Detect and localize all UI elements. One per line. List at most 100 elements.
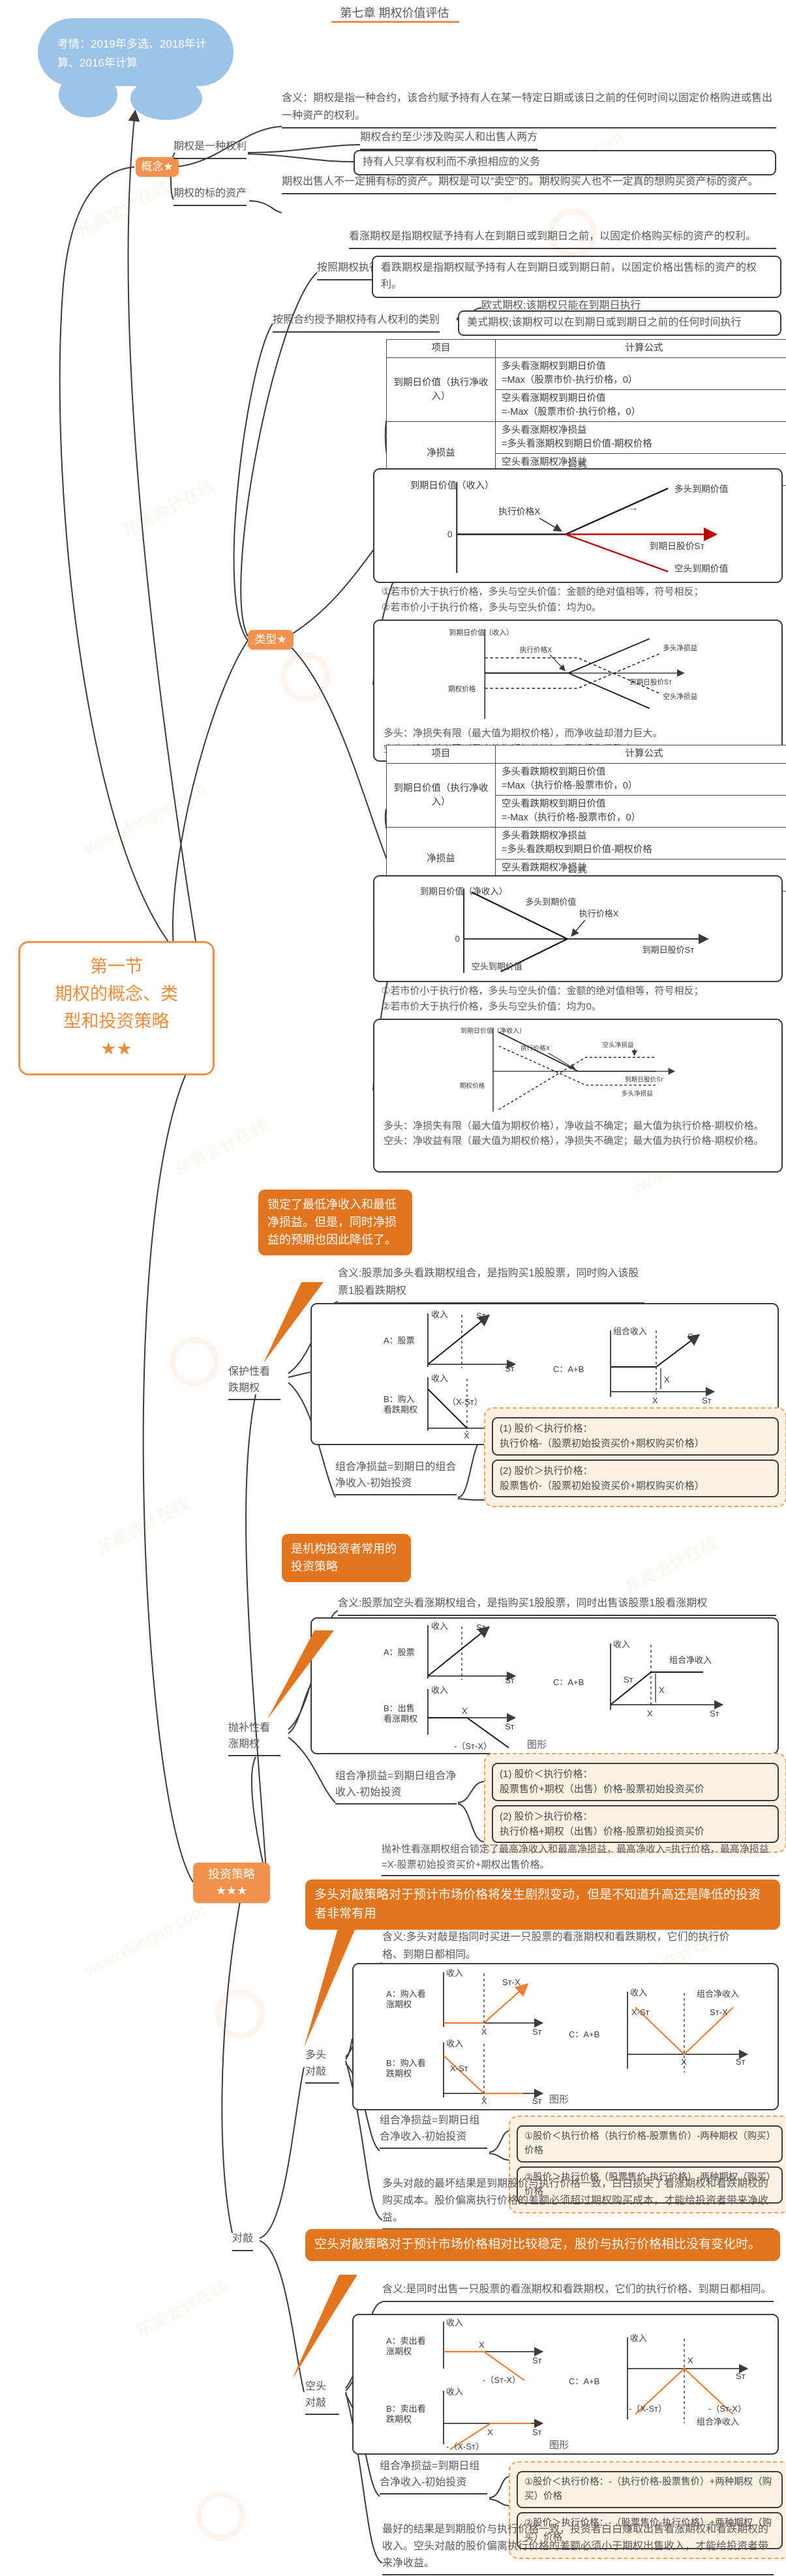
section-title-box[interactable]: 第一节 期权的概念、类 型和投资策略 ★★	[18, 941, 215, 1075]
table-header-item: 项目	[386, 338, 496, 359]
topic-strategies[interactable]: 投资策略 ★★★	[193, 1863, 270, 1904]
svg-text:收入: 收入	[431, 1621, 448, 1631]
svg-text:收入: 收入	[630, 2333, 647, 2343]
table-cell: 多头看涨期权到期日价值=Max（股票市价-执行价格，0）	[495, 357, 786, 391]
svg-text:收入: 收入	[446, 1968, 463, 1978]
case-item: (2) 股价＞执行价格： 执行价格+期权（出售）价格-股票初始投资买价	[492, 1805, 779, 1843]
long-call-chart: A：购入看 涨期权 收入 Sᴛ-X X Sᴛ	[386, 1968, 544, 2037]
svg-text:收入: 收入	[431, 1310, 448, 1319]
protective-put-meaning: 含义:股票加多头看跌期权组合，是指购买1股股票，同时购入该股票1股看跌期权	[338, 1265, 644, 1304]
page-title: 第七章 期权价值评估	[340, 7, 449, 20]
combined-chart: C：A+B 收入 X -（X-Sᴛ） -（Sᴛ-X） 组合净收入 Sᴛ	[569, 2333, 749, 2427]
table-header-item: 项目	[386, 744, 496, 764]
svg-text:到期日股价Sᴛ: 到期日股价Sᴛ	[642, 945, 695, 955]
long-straddle-callout: 多头对敲策略对于预计市场价格将发生剧烈变动，但是不知道升高还是降低的投资者非常有…	[305, 1880, 780, 1930]
call-pnl-chart: 到期日价值（收入） 到期日股价Sᴛ 多头净损益 空头净损益 期权价格 执行价格X	[448, 628, 698, 719]
svg-text:空头净损益: 空头净损益	[663, 693, 697, 701]
table-cell: 多头看涨期权净损益=多头看涨期权到期日价值-期权价格	[495, 421, 786, 455]
case-item: (1) 股价＜执行价格： 股票售价+期权（出售）价格-股票初始投资买价	[492, 1763, 779, 1801]
svg-text:收入: 收入	[431, 1685, 448, 1695]
svg-text:B：购入看: B：购入看	[386, 2058, 426, 2068]
covered-call-closing: 抛补性看涨期权组合锁定了最高净收入和最高净损益，最高净收入=执行价格，最高净损益…	[382, 1842, 779, 1876]
svg-text:到期日价值（收入）: 到期日价值（收入）	[410, 480, 494, 491]
svg-text:X-Sᴛ: X-Sᴛ	[631, 2007, 650, 2017]
note-line: 多头：净损失有限（最大值为期权价格），净收益不确定；最大值为执行价格-期权价格。	[384, 1120, 764, 1131]
svg-text:到期日股价Sᴛ: 到期日股价Sᴛ	[625, 1076, 664, 1084]
exam-note-cloud[interactable]: 考情：2019年多选、2018年计算、2016年计算	[38, 18, 234, 86]
put-pnl-chart-box: 到期日价值（净收入） 到期日股价Sᴛ 多头净损益 空头净损益 期权价格 执行价格…	[373, 1019, 783, 1173]
svg-text:C：A+B: C：A+B	[553, 1364, 584, 1374]
svg-text:X: X	[681, 2057, 687, 2067]
svg-text:→: →	[629, 503, 638, 513]
svg-text:期权价格: 期权价格	[448, 685, 476, 693]
branch-short-straddle: 空头对敲	[305, 2379, 339, 2415]
svg-text:X: X	[688, 2356, 693, 2365]
covered-call-pnl-label: 组合净损益=到期日组合净收入-初始投资	[335, 1769, 457, 1805]
svg-text:看跌期权: 看跌期权	[384, 1405, 417, 1415]
covered-call-callout: 是机构投资者常用的投资策略	[282, 1534, 411, 1582]
branch-long-straddle: 多头对敲	[305, 2048, 339, 2084]
svg-text:Sᴛ: Sᴛ	[476, 1311, 486, 1321]
svg-text:多头净损益: 多头净损益	[663, 644, 697, 652]
svg-text:Sᴛ: Sᴛ	[702, 1396, 712, 1405]
covered-call-cases-box: (1) 股价＜执行价格： 股票售价+期权（出售）价格-股票初始投资买价 (2) …	[484, 1753, 786, 1853]
concept-meaning: 含义：期权是指一种合约，该合约赋予持有人在某一特定日期或该日之前的任何时间以固定…	[282, 90, 776, 128]
short-straddle-meaning: 含义:是同时出售一只股票的看涨期权和看跌期权，它们的执行价格、到期日都相同。	[382, 2281, 774, 2302]
svg-text:X: X	[462, 1706, 468, 1716]
svg-text:Sᴛ: Sᴛ	[688, 1332, 697, 1341]
svg-text:组合净收入: 组合净收入	[669, 1655, 712, 1665]
svg-text:X: X	[664, 1375, 670, 1385]
branch-by-right-type: 按照合约授予期权持有人权利的类别	[273, 312, 440, 333]
case-item: (2) 股价＞执行价格： 股票售价-（股票初始投资买价+期权购买价格）	[492, 1459, 779, 1497]
svg-text:-（Sᴛ-X）: -（Sᴛ-X）	[454, 1741, 492, 1751]
note-line: ②若市价小于执行价格，多头与空头价值：均为0。	[382, 602, 601, 613]
svg-text:执行价格X: 执行价格X	[579, 909, 619, 919]
svg-text:-（Sᴛ-X）: -（Sᴛ-X）	[483, 2375, 521, 2384]
svg-text:组合净收入: 组合净收入	[697, 1989, 739, 1999]
topic-concept[interactable]: 概念★	[136, 157, 179, 177]
figure-caption: 图形	[549, 2094, 569, 2105]
svg-text:X: X	[481, 2096, 487, 2106]
svg-text:Sᴛ: Sᴛ	[476, 1623, 486, 1632]
svg-text:到期日价值（收入）: 到期日价值（收入）	[449, 628, 513, 637]
leaf-american-option: 美式期权;该期权可以在到期日或到期日之前的任何时间执行	[458, 310, 781, 336]
note-line: ①若市价小于执行价格，多头与空头价值：金额的绝对值相等，符号相反；	[382, 985, 704, 996]
svg-text:C：A+B: C：A+B	[569, 2376, 599, 2386]
topic-types[interactable]: 类型★	[248, 630, 294, 650]
section-line: 型和投资策略	[63, 1011, 170, 1031]
svg-text:多头到期价值: 多头到期价值	[674, 484, 729, 494]
svg-text:0: 0	[455, 934, 460, 944]
branch-underlying-asset: 期权的标的资产	[174, 185, 247, 206]
protective-put-cases-box: (1) 股价＜执行价格： 执行价格-（股票初始投资买价+期权购买价格） (2) …	[484, 1407, 786, 1507]
leaf-underlying-asset-text: 期权出售人不一定拥有标的资产。期权是可以“卖空”的。期权购买人也不一定真的想购买…	[282, 173, 776, 194]
svg-text:到期日价值（净收入）: 到期日价值（净收入）	[420, 887, 507, 897]
svg-text:组合净收入: 组合净收入	[697, 2417, 739, 2427]
formula-caption: 公式	[567, 458, 588, 470]
leaf-put-definition: 看跌期权是指期权赋予持有人在到期日或到期日前，以固定价格出售标的资产的权利。	[372, 256, 781, 298]
case-item: ②股价＞执行价格（股票售价-执行价格）-两种期权（购买）价格	[517, 2166, 783, 2204]
svg-text:X: X	[464, 1431, 470, 1441]
svg-text:-（X-Sᴛ）: -（X-Sᴛ）	[629, 2404, 667, 2414]
short-call-chart: B：出售 看涨期权 收入 X -（Sᴛ-X） Sᴛ	[384, 1685, 517, 1751]
svg-text:A：卖出看: A：卖出看	[386, 2336, 426, 2346]
svg-text:Sᴛ: Sᴛ	[505, 1364, 515, 1372]
svg-text:Sᴛ: Sᴛ	[736, 2057, 746, 2067]
svg-text:收入: 收入	[613, 1640, 630, 1649]
svg-text:B：卖出看: B：卖出看	[386, 2404, 426, 2414]
figure-caption: 图形	[527, 1739, 547, 1750]
svg-text:A：股票: A：股票	[384, 1336, 415, 1345]
put-pnl-chart: 到期日价值（净收入） 到期日股价Sᴛ 多头净损益 空头净损益 期权价格 执行价格…	[460, 1026, 676, 1112]
section-line: 期权的概念、类	[55, 983, 178, 1004]
covered-call-figure-box: A：股票 收入 Sᴛ Sᴛ B：出售 看涨期权 收入 X -（Sᴛ-X） Sᴛ …	[310, 1617, 779, 1754]
long-put-chart: B：购入看 跌期权 收入 X-Sᴛ X Sᴛ	[386, 2039, 544, 2106]
svg-text:执行价格X: 执行价格X	[521, 1045, 551, 1053]
svg-text:Sᴛ: Sᴛ	[532, 2096, 542, 2106]
figure-caption: 图形	[549, 2440, 569, 2451]
table-header-formula: 计算公式	[495, 744, 786, 764]
note-line: 多头：净损失有限（最大值为期权价格），而净收益却潜力巨大。	[384, 728, 663, 739]
table-cell: 多头看跌期权到期日价值=Max（执行价格-股票市价，0）	[495, 763, 786, 796]
leaf-holder-rights: 持有人只享有权利而不承担相应的义务	[354, 150, 776, 175]
branch-straddle: 对敲	[232, 2230, 254, 2251]
short-straddle-closing: 最好的结果是到期股价与执行价格一致，投资者白白赚取出售看涨期权和看跌期权的收入。…	[382, 2521, 774, 2575]
